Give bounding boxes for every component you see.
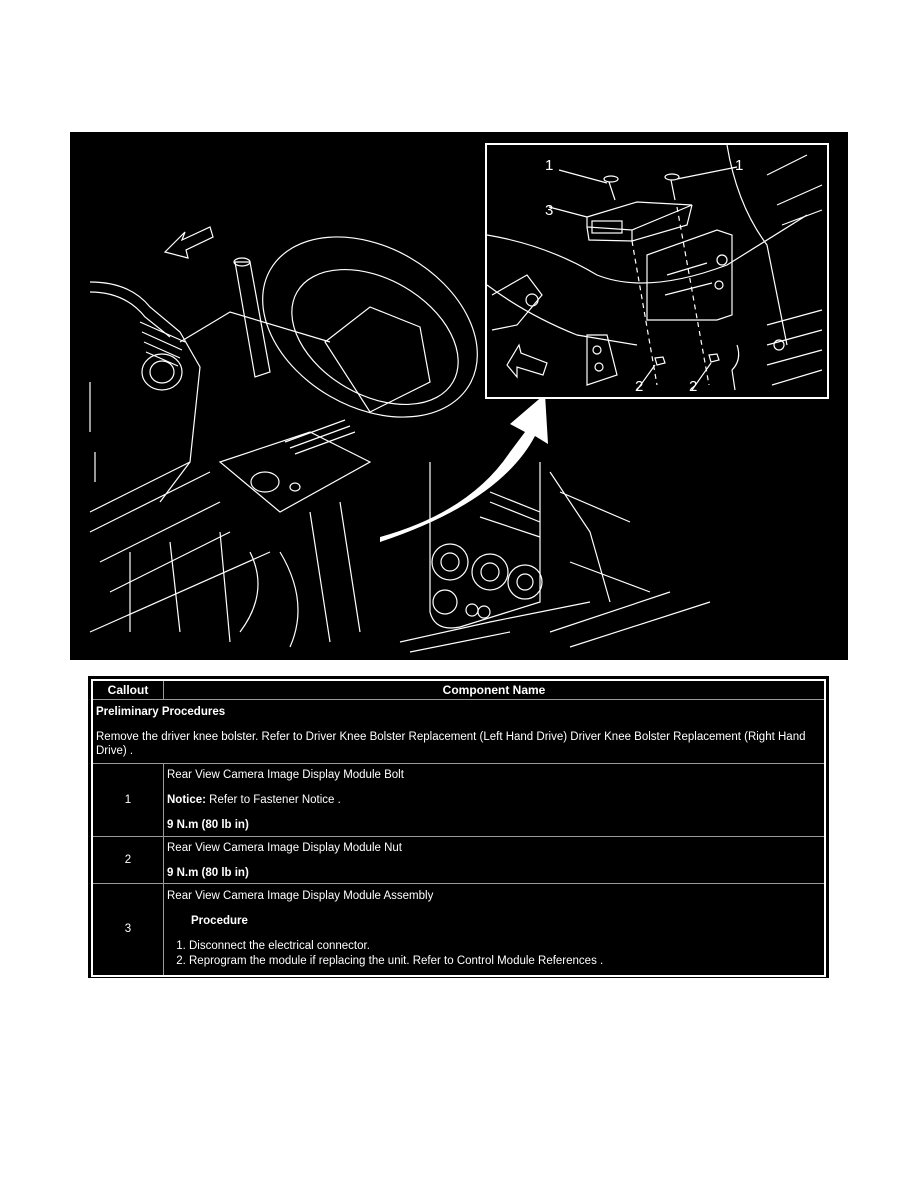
module-detail-illustration: [487, 145, 823, 391]
torque-spec: 9 N.m (80 lb in): [167, 819, 249, 831]
callout-label-2b: 2: [689, 378, 698, 395]
component-table: Callout Component Name Preliminary Proce…: [91, 679, 826, 977]
preliminary-cell: Preliminary Procedures Remove the driver…: [91, 699, 826, 764]
procedure-step: Reprogram the module if replacing the un…: [189, 954, 821, 969]
component-location-figure: 1 1 3 2 2: [70, 132, 848, 660]
component-cell: Rear View Camera Image Display Module Bo…: [163, 763, 826, 837]
preliminary-title: Preliminary Procedures: [96, 706, 226, 718]
table-row: 2 Rear View Camera Image Display Module …: [91, 836, 826, 884]
dashboard-illustration: [89, 226, 711, 653]
forward-arrow-icon: [163, 226, 214, 259]
notice-label: Notice:: [167, 794, 206, 806]
callout-arrow-icon: [380, 394, 548, 542]
component-table-container: Callout Component Name Preliminary Proce…: [88, 676, 829, 978]
callout-label-1b: 1: [735, 157, 744, 174]
table-row: 3 Rear View Camera Image Display Module …: [91, 883, 826, 976]
notice-text: Refer to Fastener Notice .: [205, 794, 341, 806]
preliminary-row: Preliminary Procedures Remove the driver…: [91, 699, 826, 764]
component-cell: Rear View Camera Image Display Module As…: [163, 883, 826, 976]
callout-label-3: 3: [545, 202, 554, 219]
component-name: Rear View Camera Image Display Module Nu…: [167, 841, 402, 854]
component-name: Rear View Camera Image Display Module Bo…: [167, 769, 404, 781]
procedure-step: Disconnect the electrical connector.: [189, 939, 821, 954]
table-row: 1 Rear View Camera Image Display Module …: [91, 763, 826, 837]
header-callout: Callout: [91, 679, 164, 700]
callout-label-1a: 1: [545, 157, 554, 174]
procedure-steps: Disconnect the electrical connector. Rep…: [167, 939, 821, 969]
header-component-name: Component Name: [163, 679, 826, 700]
preliminary-text: Remove the driver knee bolster. Refer to…: [96, 731, 806, 757]
component-name: Rear View Camera Image Display Module As…: [167, 890, 434, 903]
component-cell: Rear View Camera Image Display Module Nu…: [163, 836, 826, 884]
callout-number: 1: [91, 763, 164, 837]
callout-label-2a: 2: [635, 378, 644, 395]
direction-arrow-icon: [506, 343, 548, 379]
callout-number: 2: [91, 836, 164, 884]
table-header-row: Callout Component Name: [91, 679, 826, 700]
procedure-title: Procedure: [191, 915, 248, 928]
callout-number: 3: [91, 883, 164, 976]
torque-spec: 9 N.m (80 lb in): [167, 866, 249, 879]
detail-inset: 1 1 3 2 2: [485, 143, 829, 399]
